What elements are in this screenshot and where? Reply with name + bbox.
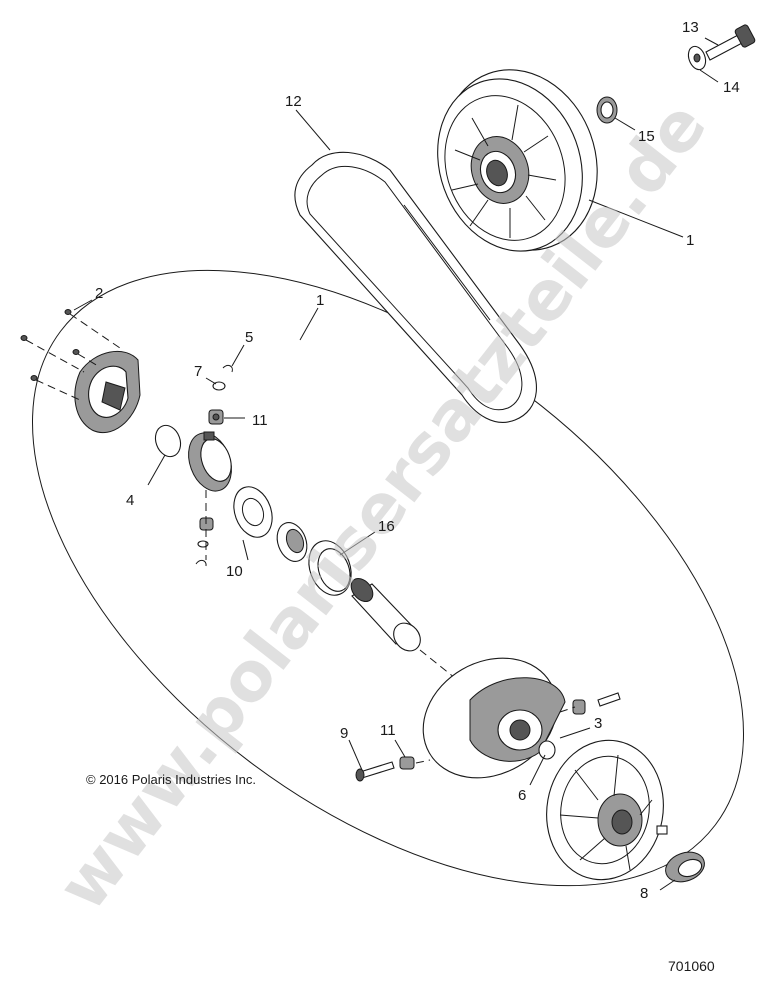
- cam-assembly: [188, 431, 232, 492]
- drive-belt: [294, 151, 537, 423]
- callout-8: 8: [640, 885, 648, 902]
- callout-5: 5: [245, 329, 253, 346]
- callout-12: 12: [285, 93, 302, 110]
- cover-screws: [20, 309, 121, 401]
- lower-small-parts: [195, 490, 214, 567]
- roller-plate: [233, 486, 273, 538]
- callout-11-lower: 11: [380, 722, 396, 739]
- spacer-ring: [596, 96, 618, 124]
- callout-15: 15: [638, 128, 655, 145]
- upper-sheave: [437, 69, 598, 252]
- callout-10: 10: [226, 563, 243, 580]
- callout-11-upper: 11: [252, 412, 268, 429]
- callout-7: 7: [194, 363, 202, 380]
- pin: [355, 761, 395, 782]
- callout-9: 9: [340, 725, 348, 742]
- small-clip: [222, 364, 233, 373]
- callout-3: 3: [594, 715, 602, 732]
- shaft: [350, 577, 471, 691]
- leader-lines: [73, 37, 719, 891]
- figure-number: 701060: [668, 958, 715, 974]
- lower-cover: [546, 739, 668, 881]
- callout-1-upper: 1: [686, 232, 694, 249]
- pin-upper: [559, 692, 621, 715]
- callout-16: 16: [378, 518, 395, 535]
- cover-assembly: [74, 351, 141, 433]
- bearing-cup: [276, 522, 308, 562]
- bearing: [665, 851, 705, 883]
- roller-nut-lower: [399, 756, 431, 770]
- washer: [687, 45, 707, 71]
- roller-nut: [208, 409, 224, 425]
- callout-1-ellipse: 1: [316, 292, 324, 309]
- callout-4: 4: [126, 492, 134, 509]
- snap-ring: [154, 424, 182, 458]
- callout-14: 14: [723, 79, 740, 96]
- callout-6: 6: [518, 787, 526, 804]
- lower-sheave: [422, 657, 566, 779]
- clip-ring: [538, 740, 556, 760]
- callout-2: 2: [95, 285, 103, 302]
- copyright-text: © 2016 Polaris Industries Inc.: [86, 772, 256, 787]
- bolt: [705, 24, 756, 61]
- callout-13: 13: [682, 19, 699, 36]
